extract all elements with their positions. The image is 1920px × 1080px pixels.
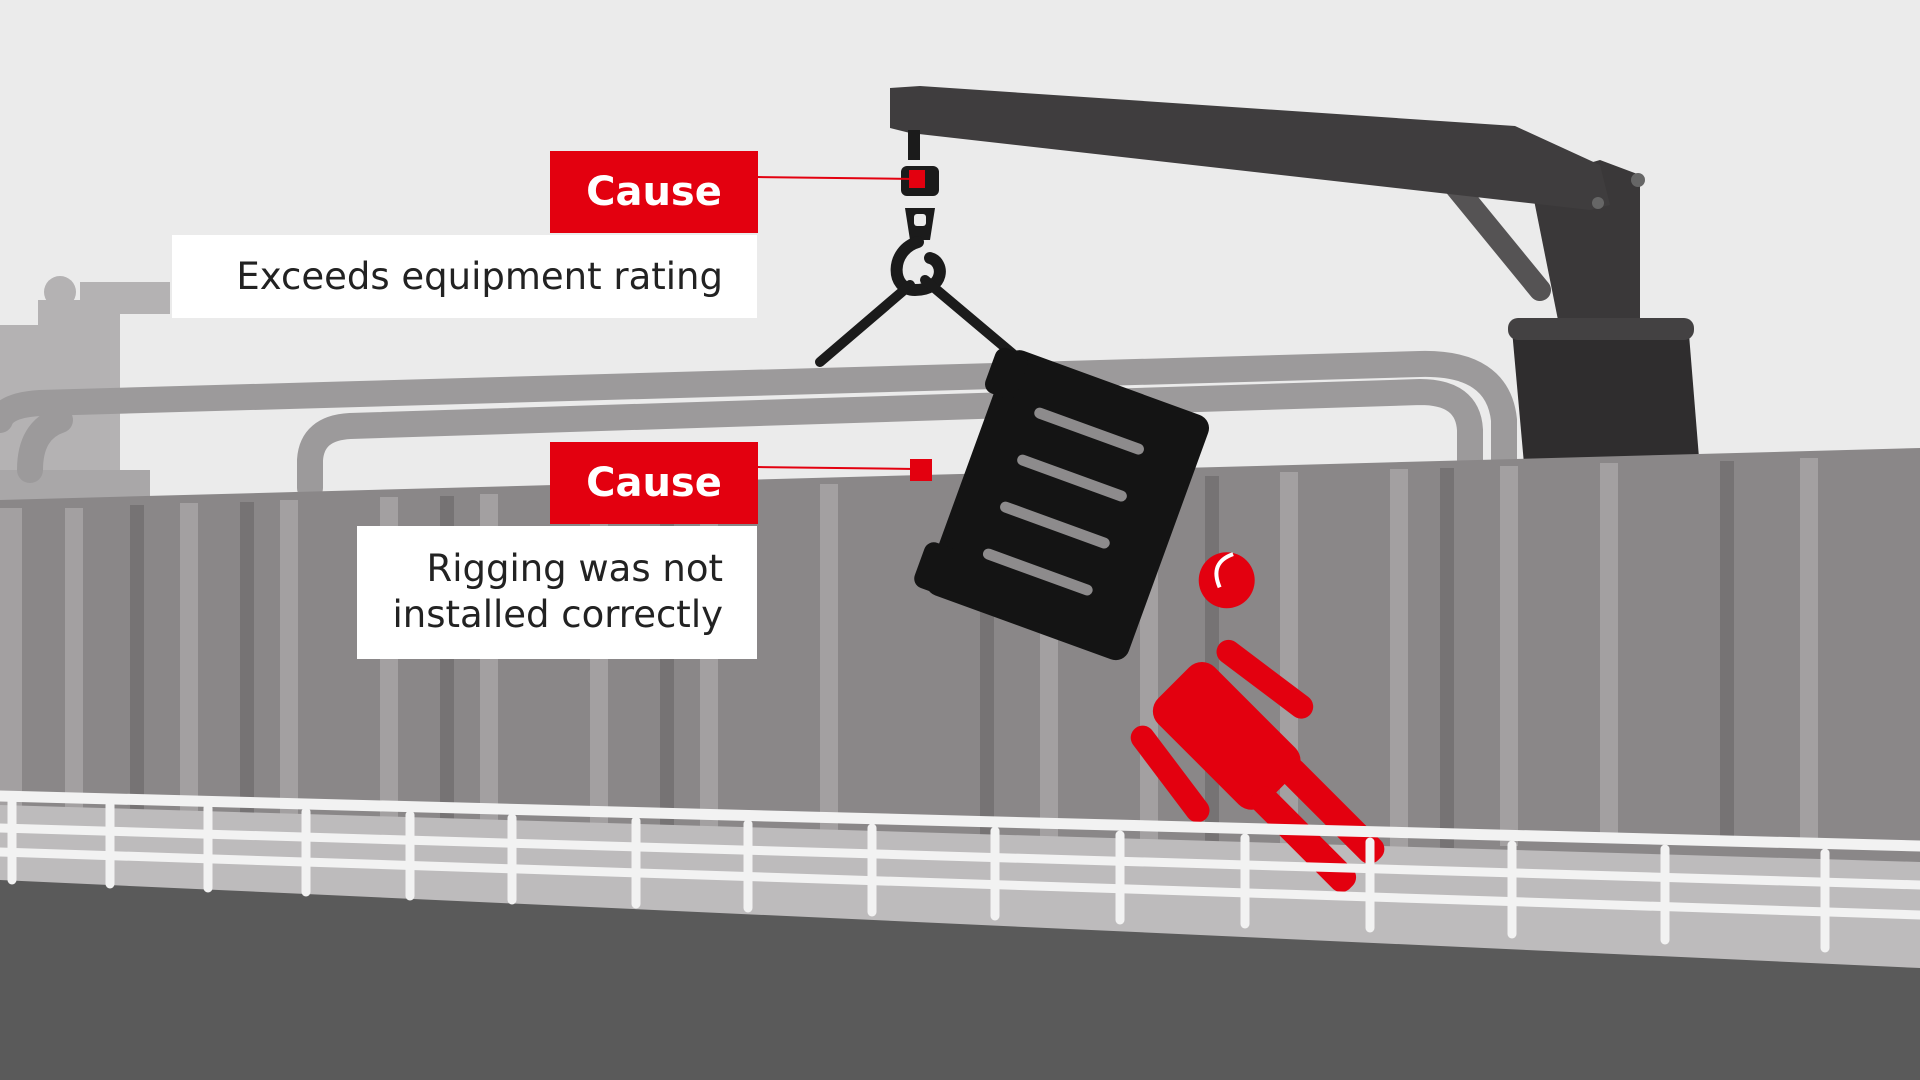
guard-railing bbox=[0, 790, 1920, 953]
cause-text-rigging-line-1: Rigging was not bbox=[426, 547, 723, 590]
cause-tag-equipment-rating: Cause bbox=[550, 151, 758, 233]
cause-tag-rigging: Cause bbox=[550, 442, 758, 524]
cause-text-equipment-rating: Exceeds equipment rating bbox=[172, 235, 757, 318]
suspended-load-icon bbox=[914, 347, 1210, 661]
cause-text-rigging-line-2: installed correctly bbox=[392, 593, 724, 636]
callout-leaders bbox=[756, 176, 932, 481]
hook-icon bbox=[815, 130, 1025, 367]
cause-text-rigging: Rigging was not installed correctly bbox=[357, 526, 757, 659]
rigging-marker bbox=[910, 459, 932, 481]
crane-icon bbox=[890, 86, 1700, 475]
deck-pipe bbox=[0, 350, 1517, 501]
